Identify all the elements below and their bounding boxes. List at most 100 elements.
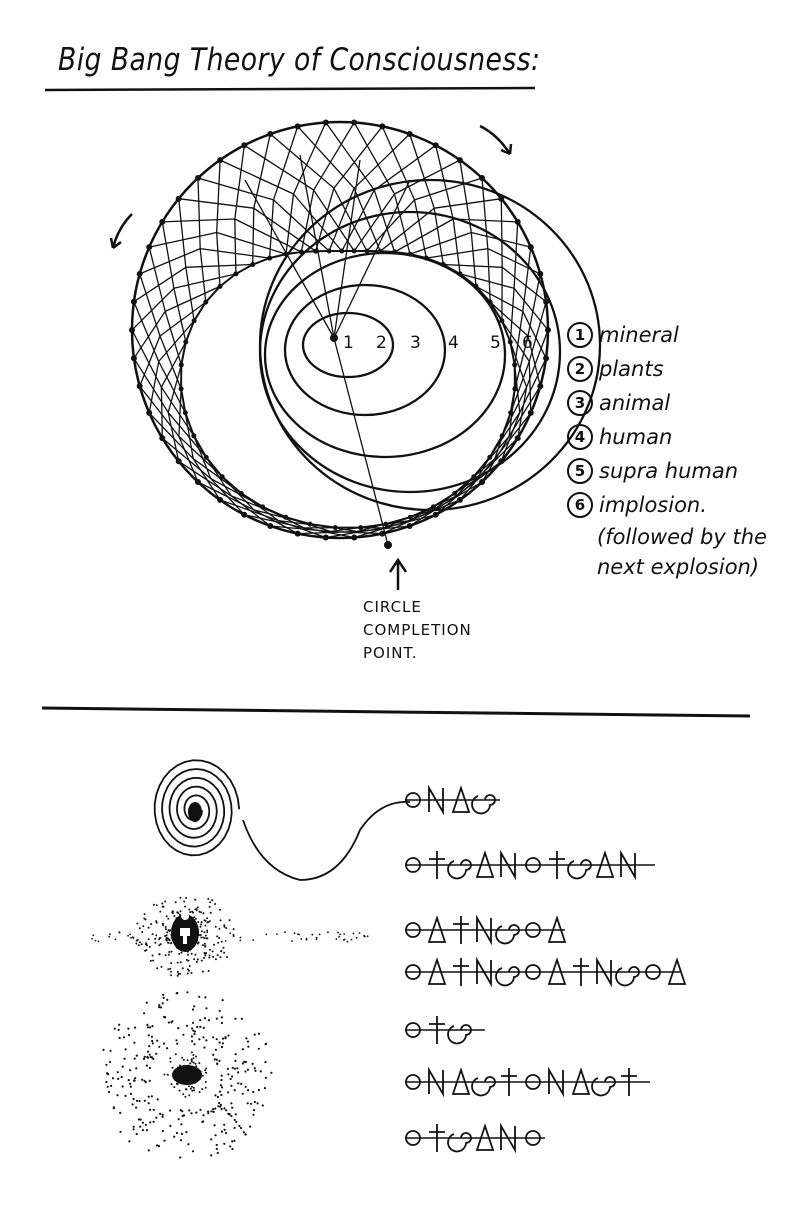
core-dot	[163, 1073, 166, 1076]
ring-dot	[147, 1095, 150, 1098]
cloud-dot	[155, 920, 158, 923]
net-node	[129, 327, 135, 333]
cloud-dot	[228, 919, 231, 922]
cloud-dot	[222, 946, 225, 949]
ring-dot	[198, 995, 201, 998]
net-line	[216, 232, 221, 287]
ring-dot	[202, 1026, 205, 1029]
cloud-dot	[138, 927, 141, 930]
cloud-dot	[211, 899, 214, 902]
cloud-dot	[188, 969, 190, 972]
ring-dot	[161, 1002, 164, 1005]
ring-dot	[230, 1114, 233, 1118]
trail-dot	[291, 940, 293, 942]
ring-dot	[129, 1092, 132, 1095]
cloud-dot	[199, 925, 202, 928]
cloud-dot	[186, 972, 189, 975]
ring-dot	[175, 1131, 178, 1135]
cloud-dot	[219, 956, 222, 959]
ring-number: 2	[376, 333, 387, 353]
net-node	[537, 383, 544, 390]
cloud-dot	[142, 925, 145, 928]
ring-dot	[141, 1129, 144, 1132]
cloud-dot	[181, 967, 184, 970]
rotation-arrow-right	[479, 124, 512, 155]
ring-dot	[121, 1065, 124, 1068]
core-dot	[198, 1062, 201, 1065]
ring-dot	[220, 1021, 223, 1025]
net-line	[527, 335, 541, 387]
glyph-triangle	[595, 850, 615, 878]
ring-dot	[198, 1038, 201, 1041]
ring-dot	[234, 1053, 237, 1056]
net-node	[283, 514, 289, 520]
net-line	[252, 208, 255, 265]
ring-dot	[263, 1087, 266, 1090]
ring-dot	[217, 1105, 220, 1108]
ring-dot	[218, 1009, 221, 1013]
ring-dot	[192, 1029, 195, 1032]
net-node	[217, 157, 224, 164]
cloud-dot	[151, 954, 154, 957]
net-line	[325, 527, 385, 539]
core-dot	[178, 1089, 181, 1092]
ring-dot	[219, 1103, 222, 1106]
legend-label: implosion.	[599, 493, 707, 517]
completion-point-label: CIRCLE COMPLETION POINT.	[363, 596, 472, 665]
trail-dot	[137, 938, 139, 941]
ring-dot	[112, 1106, 115, 1109]
ring-dot	[244, 1085, 247, 1088]
cloud-dot	[216, 954, 219, 957]
ring-dot	[145, 1129, 149, 1132]
ring-dot	[233, 1126, 236, 1129]
cloud-dot	[193, 916, 196, 919]
net-line	[270, 525, 331, 533]
ring-dot	[143, 1012, 146, 1015]
glyph-cross	[501, 1068, 517, 1096]
ring-dot	[134, 1077, 137, 1080]
ring-dot	[148, 1066, 151, 1069]
core-dot	[193, 1089, 195, 1092]
ring-dot	[252, 1108, 256, 1112]
net-line	[159, 335, 182, 390]
net-line	[184, 412, 194, 459]
ring-dot	[234, 1017, 237, 1020]
ring-dot	[203, 1017, 206, 1020]
cloud-dot	[207, 970, 210, 972]
net-node	[326, 248, 332, 254]
ring-dot	[147, 1149, 150, 1152]
cloud-dot	[208, 954, 211, 957]
ring-dot	[151, 1039, 154, 1043]
core-dot	[204, 1081, 207, 1083]
ring-dot	[218, 1059, 221, 1062]
trail-dot	[311, 933, 314, 936]
core-dot	[194, 1062, 197, 1065]
cloud-dot	[220, 940, 223, 943]
cloud-dot	[164, 900, 167, 903]
net-line	[353, 193, 396, 252]
ring-dot	[122, 1036, 126, 1039]
cloud-dot	[196, 906, 199, 909]
cloud-dot	[170, 974, 173, 977]
glyph-triangle	[475, 1123, 495, 1151]
center-line	[244, 179, 335, 339]
net-line	[382, 509, 435, 535]
net-line	[435, 145, 454, 220]
ring-dot	[244, 1133, 247, 1136]
cloud-dot	[155, 934, 158, 937]
glyph-cross	[429, 1016, 445, 1044]
ring-dot	[223, 1142, 226, 1145]
ring-dot	[180, 1123, 183, 1126]
ring-dot	[111, 1077, 115, 1080]
glyph-circle	[405, 792, 421, 808]
core-dot	[182, 1059, 185, 1061]
ring-dot	[135, 1106, 138, 1109]
cloud-dot	[204, 944, 207, 947]
ring-dot	[159, 1006, 163, 1009]
net-line	[297, 125, 355, 189]
ring-dot	[162, 993, 165, 996]
ring-dot	[223, 1128, 226, 1131]
ring-dot	[227, 1091, 230, 1094]
net-line	[481, 436, 510, 483]
